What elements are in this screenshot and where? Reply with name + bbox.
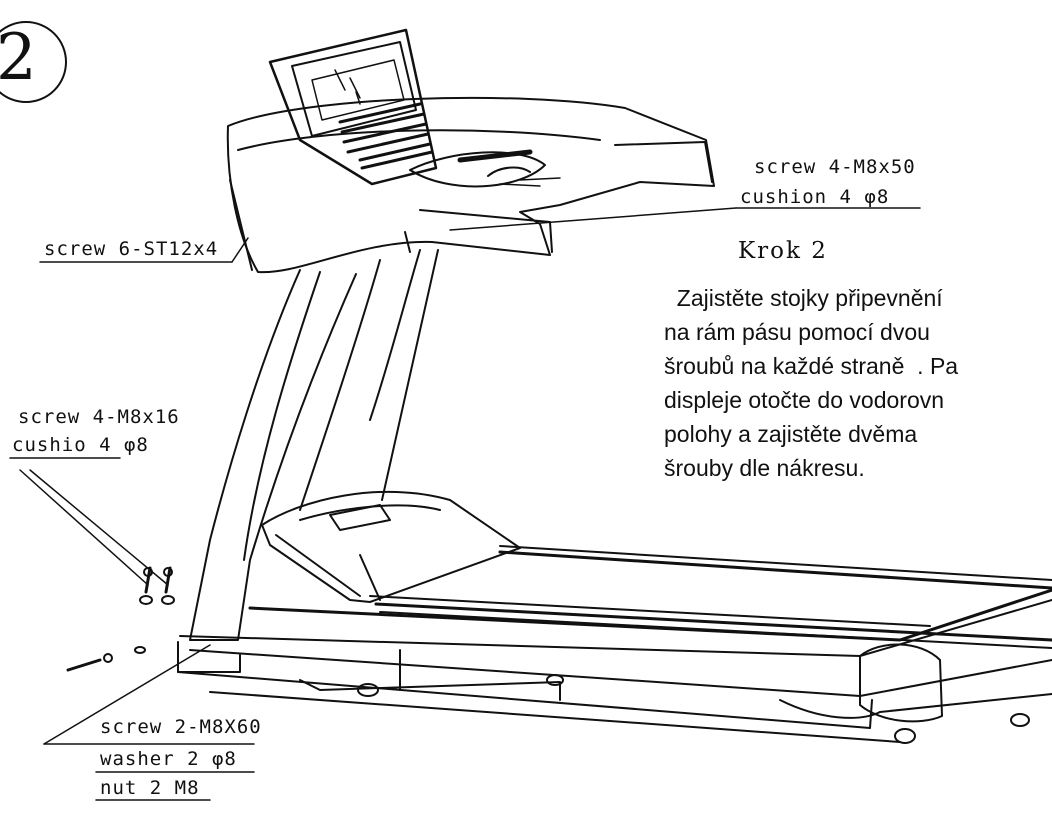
label-cushion-left: cushio 4 φ8 xyxy=(12,434,149,456)
instruction-line: polohy a zajistěte dvěma xyxy=(664,421,918,447)
console-assembly xyxy=(226,28,715,274)
step-number-circle xyxy=(0,21,67,103)
deck-frame xyxy=(177,545,1052,744)
label-screw-m8x16: screw 4-M8x16 xyxy=(18,406,180,428)
leader-screw-left xyxy=(19,469,149,586)
fasteners xyxy=(66,566,175,672)
step-number: 2 xyxy=(0,21,37,95)
instruction-line: displeje otočte do vodorovn xyxy=(664,387,945,413)
step-title: Krok 2 xyxy=(738,238,828,264)
label-screw-st12x4: screw 6-ST12x4 xyxy=(44,238,219,260)
label-cushion-top-right: cushion 4 φ8 xyxy=(740,186,890,208)
leader-lines xyxy=(9,207,921,801)
label-washer: washer 2 φ8 xyxy=(100,748,237,770)
instruction-line: Zajistěte stojky připevnění xyxy=(664,285,943,311)
leader-screw-top-right xyxy=(449,207,737,231)
label-nut: nut 2 M8 xyxy=(100,777,200,799)
instruction-line: šroubů na každé straně . Pa xyxy=(664,353,959,379)
leader-screw-console xyxy=(231,237,249,263)
uprights xyxy=(189,249,439,641)
step-instructions: Zajistěte stojky připevnění na rám pásu … xyxy=(664,281,1052,485)
instruction-line: na rám pásu pomocí dvou xyxy=(664,319,930,345)
leader-screw-bottom xyxy=(43,644,211,745)
label-screw-m8x50: screw 4-M8x50 xyxy=(754,156,916,178)
motor-hood xyxy=(261,490,521,603)
instruction-line: šrouby dle nákresu. xyxy=(664,455,865,481)
label-screw-m8x60: screw 2-M8X60 xyxy=(100,716,262,738)
